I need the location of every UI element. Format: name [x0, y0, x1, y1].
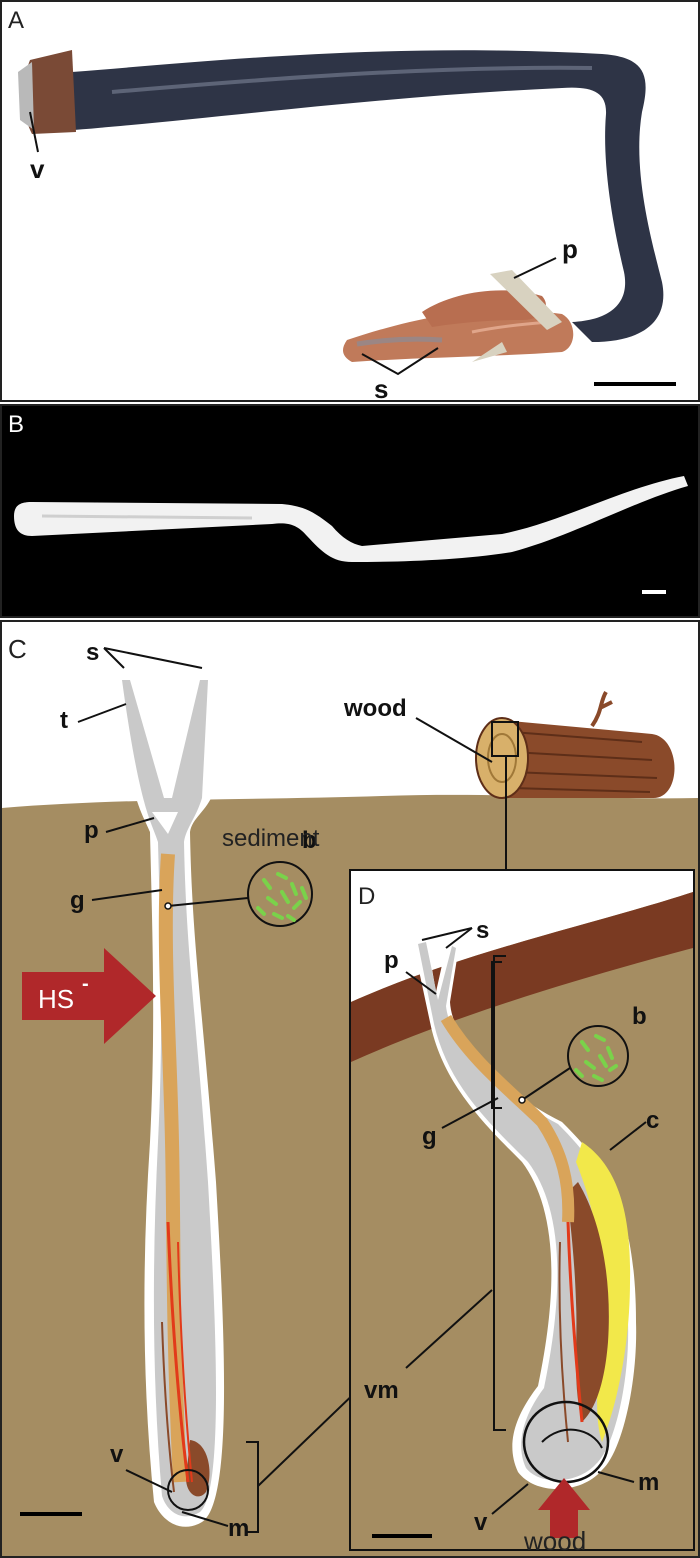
label-s-d: s — [476, 917, 489, 944]
leader-g-d — [441, 1097, 499, 1129]
leader-p — [513, 257, 557, 279]
leader-m-c — [181, 1511, 229, 1527]
leader-s-c-1 — [103, 647, 125, 669]
wood-arrow — [538, 1478, 590, 1538]
bacteria-cells-d — [574, 1034, 618, 1082]
panel-c-letter: C — [8, 634, 27, 664]
worm-body — [72, 50, 664, 342]
label-m-c: m — [228, 1515, 249, 1542]
plume-trunk-lower — [472, 342, 507, 362]
label-v-d: v — [474, 1509, 488, 1536]
leader-v — [29, 111, 39, 153]
tube — [14, 476, 688, 562]
panel-c-figure: C H — [2, 634, 698, 1556]
bracket-vm-d — [491, 961, 502, 1109]
leader-c-d — [609, 1121, 647, 1151]
plume-trunk — [490, 270, 562, 330]
label-c-d: c — [646, 1107, 659, 1134]
leader-t — [77, 703, 127, 723]
sample-dot-c — [164, 902, 172, 910]
leader-b-d — [521, 1067, 571, 1101]
leader-vm-d — [405, 1289, 493, 1369]
panel-c: C H — [0, 620, 700, 1558]
leader-wood-c — [415, 717, 493, 763]
vessel-brown-c — [161, 1321, 175, 1493]
bracket-vm-c — [246, 1441, 259, 1533]
wood-log — [475, 690, 675, 799]
leader-s-c-2 — [103, 647, 203, 669]
tube-texture — [41, 514, 253, 520]
leader-m-d — [597, 1471, 635, 1483]
sample-dot-d — [518, 1096, 526, 1104]
label-sediment: sediment — [222, 825, 320, 852]
leader-v-c — [125, 1469, 173, 1493]
panel-b-figure: B — [8, 411, 688, 594]
panel-a-figure: A v p s — [8, 7, 676, 400]
label-s-c: s — [86, 639, 99, 666]
bracket-vm-d-full — [493, 955, 506, 1431]
panel-d: D — [349, 869, 695, 1556]
leader-vm-c — [257, 1385, 363, 1487]
leader-b-c — [167, 897, 249, 907]
leader-g-c — [91, 889, 163, 901]
label-b-c: b — [302, 827, 317, 854]
root-arc-d — [541, 1428, 603, 1449]
panel-d-letter: D — [358, 883, 375, 910]
label-p-c: p — [84, 817, 99, 844]
label-s: s — [374, 374, 388, 400]
leader-p-c — [105, 817, 155, 833]
panel-a-letter: A — [8, 7, 24, 34]
hs-arrow: HS - — [22, 948, 156, 1044]
plume-c — [152, 812, 178, 834]
blood-vessel-d — [566, 1221, 584, 1423]
label-v: v — [30, 154, 45, 184]
label-b-d: b — [632, 1003, 647, 1030]
roots-cluster — [343, 290, 574, 362]
panel-a: A v p s — [0, 0, 700, 402]
label-v-c: v — [110, 1441, 124, 1468]
leader-v-d — [491, 1483, 529, 1515]
gut-d — [440, 1014, 575, 1223]
bacteria-inset-c — [247, 861, 313, 927]
label-t: t — [60, 707, 68, 734]
label-p-d: p — [384, 947, 399, 974]
vessel-brown-d — [558, 1241, 569, 1443]
hs-label: HS — [38, 984, 74, 1014]
leader-p-d — [405, 971, 437, 995]
label-wood-d: wood — [523, 1526, 586, 1556]
label-g-c: g — [70, 887, 85, 914]
panel-b: B — [0, 404, 700, 618]
label-wood-c: wood — [343, 695, 407, 722]
leader-s-d-1 — [421, 927, 473, 941]
bracket-s — [361, 347, 439, 376]
trophosome-d — [568, 1182, 609, 1422]
worm-collar — [22, 50, 76, 134]
label-g-d: g — [422, 1123, 437, 1150]
label-vm: vm — [364, 1377, 399, 1404]
blood-vessel-c — [166, 1221, 190, 1483]
label-p: p — [562, 234, 578, 264]
trophosome-c — [186, 1440, 210, 1497]
worm-highlight — [111, 65, 593, 94]
panel-b-letter: B — [8, 411, 24, 438]
label-m-d: m — [638, 1469, 659, 1496]
blood-vessel-c-2 — [177, 1241, 193, 1483]
leader-s-d-2 — [445, 927, 473, 949]
hs-superscript: - — [82, 973, 89, 995]
